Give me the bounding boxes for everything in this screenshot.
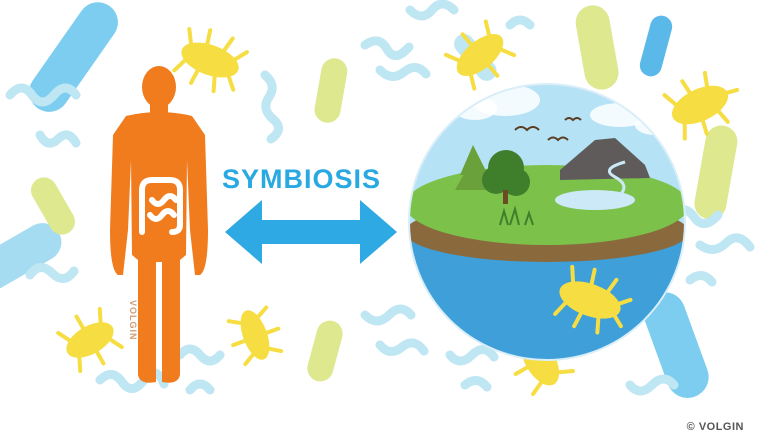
rod-bacterium-icon — [31, 177, 75, 235]
double-arrow-icon — [225, 200, 397, 264]
spiral-bacterium-icon — [260, 70, 283, 144]
watermark-text: VOLGIN — [128, 300, 138, 341]
spiral-bacterium-icon — [35, 130, 81, 148]
earth-globe-icon — [409, 84, 685, 360]
rod-bacterium-icon — [307, 320, 343, 382]
yellow-bacterium-icon — [172, 27, 249, 94]
rod-bacterium-icon — [0, 223, 62, 300]
spiral-bacterium-icon — [460, 376, 492, 392]
yellow-bacterium-icon — [226, 305, 284, 367]
spiral-bacterium-icon — [685, 271, 717, 287]
yellow-bacterium-icon — [553, 264, 633, 335]
yellow-bacterium-icon — [662, 70, 740, 141]
spiral-bacterium-icon — [505, 15, 535, 30]
spiral-bacterium-icon — [360, 304, 416, 326]
spiral-bacterium-icon — [5, 83, 81, 107]
spiral-bacteria-group — [5, 0, 755, 396]
spiral-bacterium-icon — [405, 0, 459, 21]
rod-bacterium-icon — [29, 2, 118, 112]
rod-bacterium-icon — [643, 292, 709, 398]
spiral-bacterium-icon — [175, 344, 225, 366]
spiral-bacterium-icon — [445, 345, 499, 366]
rod-bacteria-group — [0, 2, 738, 398]
rod-bacterium-icon — [314, 58, 348, 123]
rod-bacterium-icon — [639, 15, 673, 77]
human-figure-icon — [110, 66, 208, 383]
spiral-bacterium-icon — [695, 233, 755, 254]
symbiosis-title: SYMBIOSIS — [222, 164, 382, 194]
spiral-bacterium-icon — [185, 379, 215, 395]
spiral-bacterium-icon — [25, 263, 79, 283]
rod-bacterium-icon — [694, 125, 738, 220]
spiral-bacterium-icon — [625, 374, 679, 396]
yellow-bacterium-icon — [56, 306, 124, 374]
yellow-bacterium-icon — [443, 19, 517, 91]
spiral-bacterium-icon — [360, 36, 414, 60]
intestine-icon — [139, 177, 183, 235]
copyright-text: © VOLGIN — [686, 421, 744, 433]
globe-outline — [408, 83, 686, 361]
rod-bacterium-icon — [575, 5, 619, 90]
spiral-bacterium-icon — [375, 338, 429, 356]
spiral-bacterium-icon — [375, 63, 431, 81]
